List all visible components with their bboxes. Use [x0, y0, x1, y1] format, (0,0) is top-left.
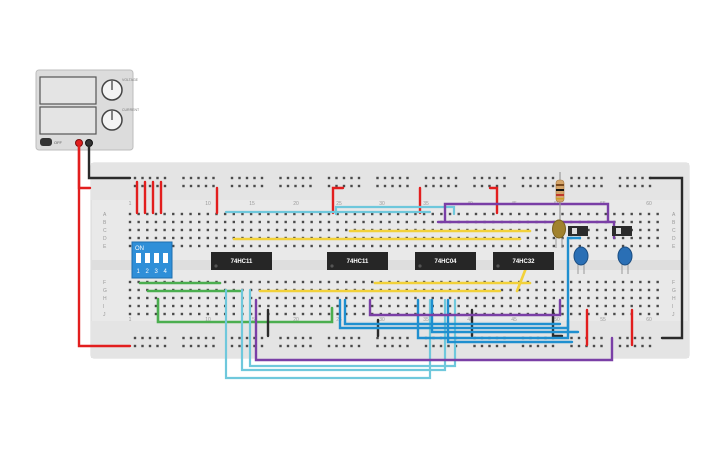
- chip-74hc32[interactable]: 74HC32: [493, 252, 554, 270]
- led-1[interactable]: [573, 246, 589, 274]
- voltage-knob-label: VOLTAGE: [122, 78, 139, 82]
- dip-switch-number: 4: [164, 269, 168, 275]
- chip-74hc11[interactable]: 74HC11: [211, 252, 272, 270]
- led-2[interactable]: [617, 246, 633, 274]
- column-number: 25: [336, 201, 342, 207]
- column-number: 60: [646, 317, 652, 323]
- slide-switch-2[interactable]: [612, 226, 632, 236]
- dip-switch-slot[interactable]: [145, 253, 150, 263]
- column-number: 60: [646, 201, 652, 207]
- column-number: 10: [205, 317, 211, 323]
- dip-switch-slot[interactable]: [136, 253, 141, 263]
- column-number: 20: [293, 201, 299, 207]
- row-letter: A: [103, 212, 107, 218]
- blue-wires[interactable]: [338, 236, 582, 344]
- row-letter: I: [103, 304, 104, 310]
- row-letter: D: [672, 236, 676, 242]
- row-letter: A: [672, 212, 676, 218]
- chip-label: 74HC11: [231, 259, 253, 265]
- column-number: 40: [467, 317, 473, 323]
- row-letter: J: [672, 312, 675, 318]
- row-letter: B: [672, 220, 676, 226]
- column-number: 15: [249, 201, 255, 207]
- dip-switch-number: 2: [146, 269, 150, 275]
- dip-switch-number: 1: [137, 269, 141, 275]
- power-button[interactable]: [40, 138, 52, 146]
- purple-wires[interactable]: [254, 202, 616, 362]
- chip-74hc04[interactable]: 74HC04: [415, 252, 476, 270]
- column-number: 50: [554, 317, 560, 323]
- dip-switch-header: ON: [135, 246, 144, 252]
- row-letter: F: [672, 280, 675, 286]
- row-letter: G: [103, 288, 107, 294]
- column-number: 30: [379, 317, 385, 323]
- slide-switch-1[interactable]: [568, 226, 588, 236]
- dip-switch-number: 3: [155, 269, 159, 275]
- chip-label: 74HC11: [347, 259, 369, 265]
- current-display: [39, 106, 97, 135]
- current-knob-label: CURRENT: [122, 108, 140, 112]
- column-number: 55: [600, 317, 606, 323]
- chip-label: 74HC32: [512, 259, 535, 265]
- row-letter: B: [103, 220, 107, 226]
- chip-label: 74HC04: [434, 259, 457, 265]
- row-letter: C: [672, 228, 676, 234]
- row-letter: F: [103, 280, 106, 286]
- column-number: 30: [379, 201, 385, 207]
- voltage-display: [39, 76, 97, 105]
- resistor[interactable]: [555, 172, 565, 222]
- column-number: 1: [129, 201, 132, 207]
- row-letter: I: [672, 304, 673, 310]
- row-letter: G: [672, 288, 676, 294]
- column-number: 45: [511, 317, 517, 323]
- row-letter: D: [103, 236, 107, 242]
- power-supply[interactable]: VOLTAGE CURRENT OFF: [35, 69, 140, 151]
- row-letter: J: [103, 312, 106, 318]
- dip-switch-slot[interactable]: [163, 253, 168, 263]
- row-letter: H: [103, 296, 107, 302]
- column-number: 35: [423, 201, 429, 207]
- photoresistor[interactable]: [552, 219, 566, 248]
- column-number: 10: [205, 201, 211, 207]
- column-number: 35: [423, 317, 429, 323]
- power-button-label: OFF: [54, 140, 63, 145]
- column-number: 15: [249, 317, 255, 323]
- ic-chips[interactable]: 74HC11 74HC11 74HC04 74HC32: [211, 252, 554, 270]
- chip-74hc11[interactable]: 74HC11: [327, 252, 388, 270]
- column-number: 20: [293, 317, 299, 323]
- row-letter: C: [103, 228, 107, 234]
- dip-switch-slot[interactable]: [154, 253, 159, 263]
- column-number: 1: [129, 317, 132, 323]
- row-letter: E: [103, 244, 107, 250]
- row-letter: H: [672, 296, 676, 302]
- green-wires[interactable]: [138, 281, 334, 324]
- row-letter: E: [672, 244, 676, 250]
